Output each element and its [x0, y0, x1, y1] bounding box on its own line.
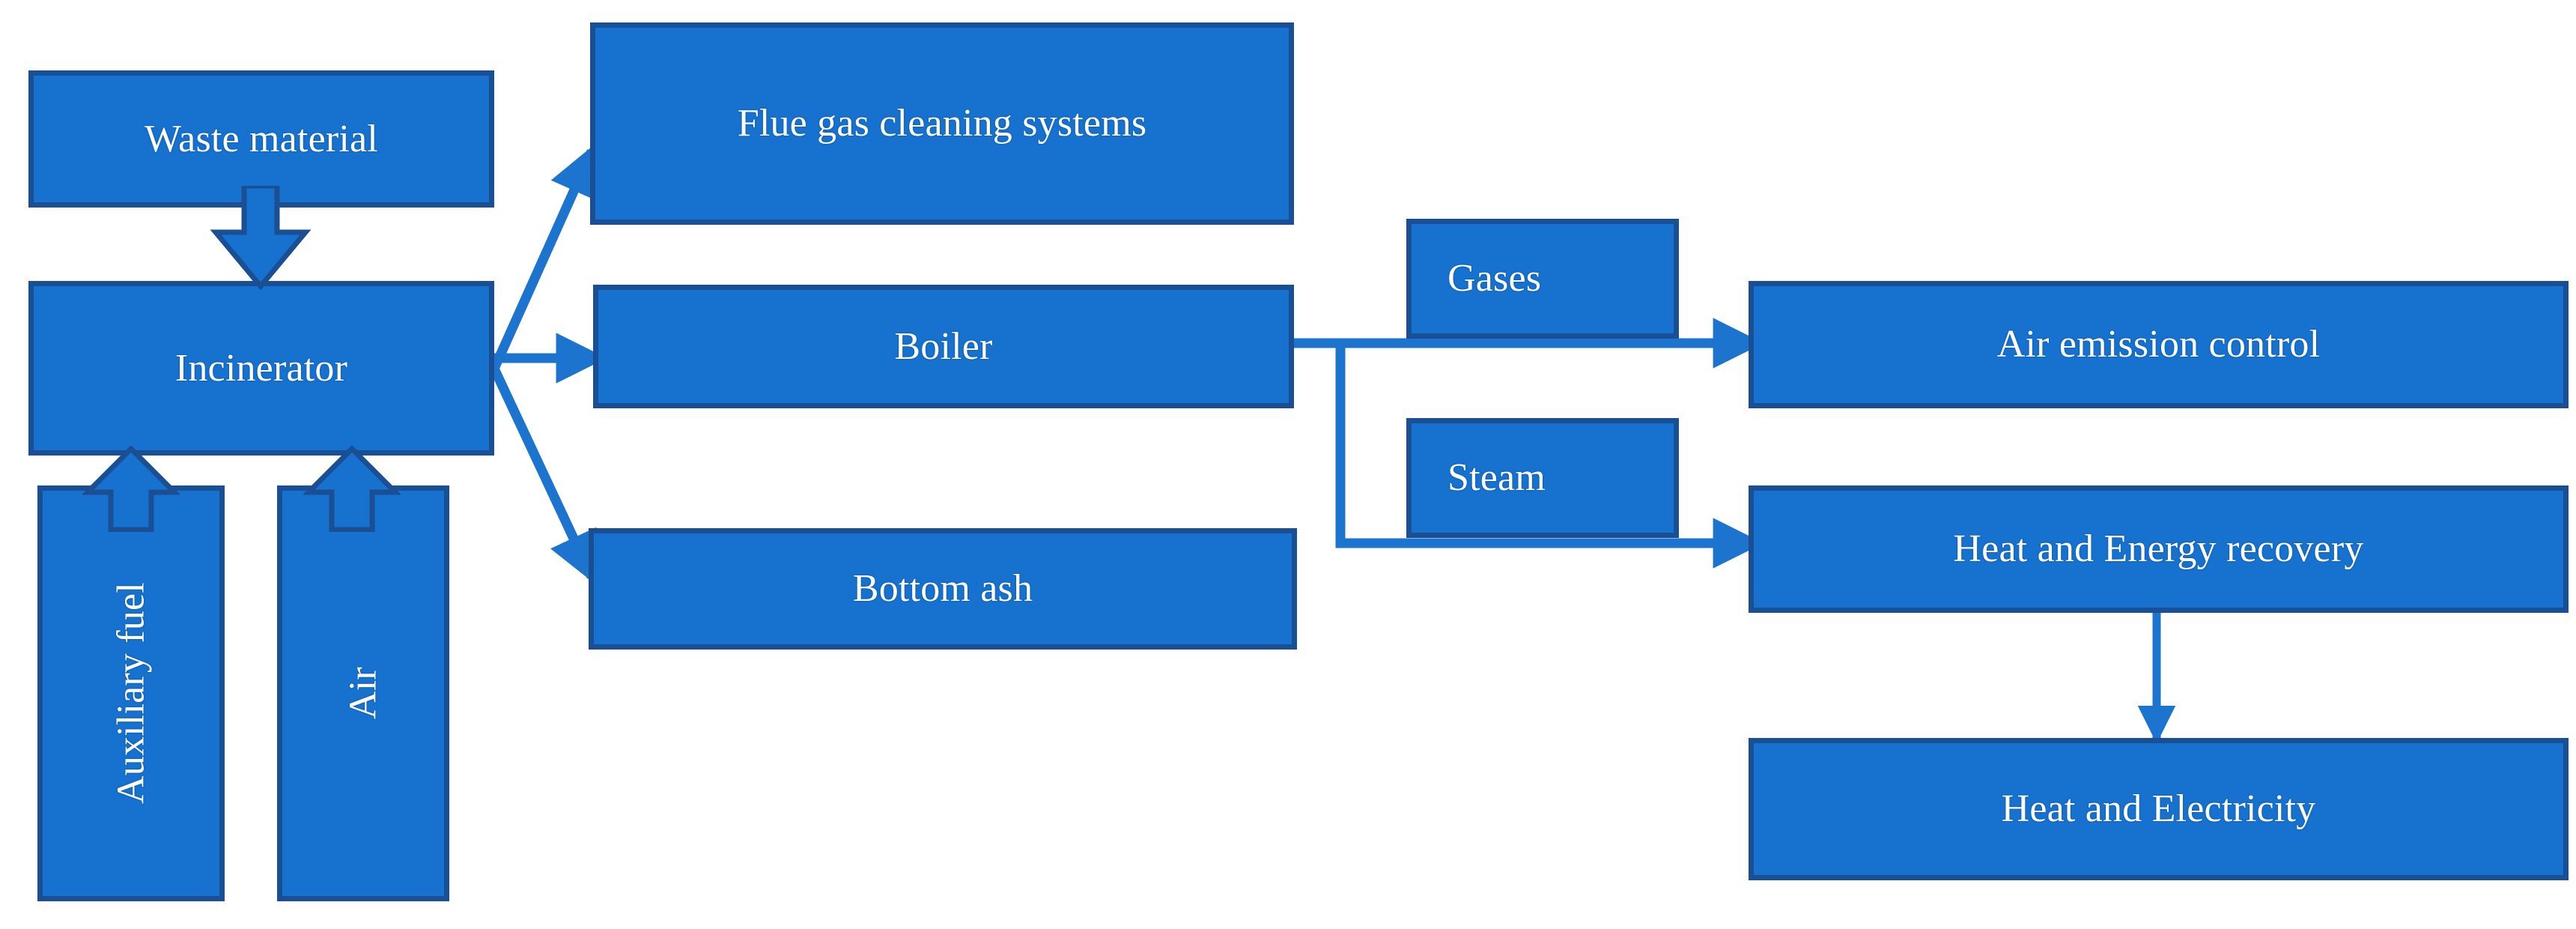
node-incinerator-label: Incinerator — [174, 346, 348, 390]
node-air[interactable]: Air — [277, 485, 449, 901]
edge-incinerator-to-flue-gas — [490, 144, 598, 371]
node-steam[interactable]: Steam — [1406, 418, 1679, 538]
node-boiler[interactable]: Boiler — [593, 285, 1294, 408]
edge-boiler-to-heat-energy-recovery — [1335, 343, 1764, 569]
node-flue-gas-cleaning-systems-label: Flue gas cleaning systems — [737, 102, 1147, 145]
edge-incinerator-to-bottom-ash — [490, 366, 597, 584]
node-boiler-label: Boiler — [894, 324, 993, 368]
block-arrow-air-to-incinerator — [303, 446, 401, 532]
node-air-label: Air — [341, 667, 385, 720]
node-incinerator[interactable]: Incinerator — [28, 281, 494, 456]
node-waste-material-label: Waste material — [145, 117, 378, 160]
block-arrow-waste-to-incinerator — [210, 186, 312, 291]
node-air-emission-control[interactable]: Air emission control — [1749, 281, 2569, 408]
node-heat-and-energy-recovery-label: Heat and Energy recovery — [1953, 527, 2364, 571]
node-bottom-ash-label: Bottom ash — [852, 567, 1033, 611]
node-heat-and-energy-recovery[interactable]: Heat and Energy recovery — [1749, 485, 2569, 613]
node-bottom-ash[interactable]: Bottom ash — [589, 528, 1297, 650]
node-air-emission-control-label: Air emission control — [1996, 323, 2321, 366]
node-steam-label: Steam — [1448, 456, 1546, 500]
node-heat-and-electricity[interactable]: Heat and Electricity — [1749, 738, 2569, 880]
node-auxiliary-fuel-label: Auxiliary fuel — [109, 582, 153, 805]
block-arrow-auxiliary-fuel-to-incinerator — [82, 446, 180, 532]
node-gases-label: Gases — [1448, 257, 1542, 300]
node-heat-and-electricity-label: Heat and Electricity — [2001, 787, 2316, 831]
node-flue-gas-cleaning-systems[interactable]: Flue gas cleaning systems — [590, 22, 1294, 225]
node-auxiliary-fuel[interactable]: Auxiliary fuel — [37, 485, 225, 901]
node-gases[interactable]: Gases — [1406, 219, 1679, 339]
